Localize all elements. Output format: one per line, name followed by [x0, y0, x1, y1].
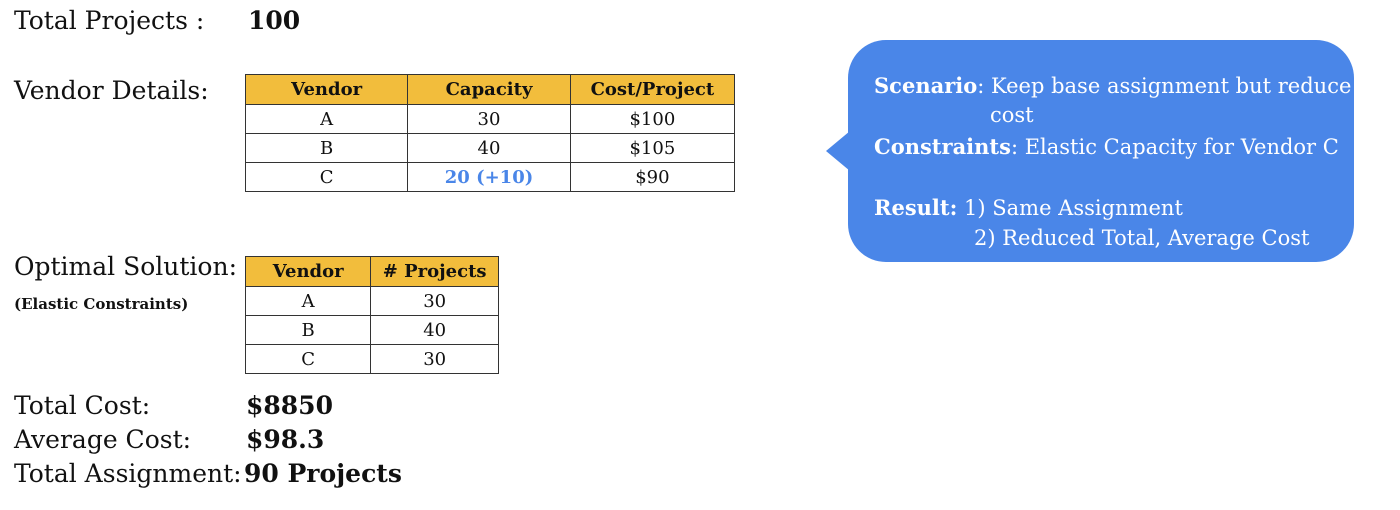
- optimal-solution-label: Optimal Solution:: [14, 252, 237, 281]
- table-row: B 40: [244, 315, 499, 345]
- cell-vendor: A: [244, 104, 409, 134]
- table-row: A 30: [244, 286, 499, 316]
- cell-capacity: 30: [407, 104, 571, 134]
- scenario-continuation: cost: [990, 103, 1034, 127]
- callout-bubble: Scenario: Keep base assignment but reduc…: [848, 40, 1354, 262]
- table-row: C 30: [244, 344, 499, 374]
- optimal-solution-table: Vendor # Projects A 30 B 40 C 30: [244, 256, 499, 374]
- cell-projects: 40: [370, 315, 499, 345]
- constraints-text: : Elastic Capacity for Vendor C: [1010, 135, 1339, 159]
- optimal-solution-sublabel: (Elastic Constraints): [14, 295, 189, 313]
- scenario-label: Scenario: [874, 73, 978, 98]
- cell-vendor: B: [244, 133, 409, 163]
- table-row: C 20 (+10) $90: [244, 162, 736, 192]
- cell-projects: 30: [370, 344, 499, 374]
- average-cost-value: $98.3: [246, 425, 325, 454]
- constraints-label: Constraints: [874, 134, 1011, 159]
- table-header-row: Vendor # Projects: [244, 256, 499, 287]
- table-row: B 40 $105: [244, 133, 736, 163]
- constraints-line: Constraints: Elastic Capacity for Vendor…: [874, 131, 1339, 163]
- cell-vendor: C: [244, 162, 409, 192]
- scenario-text: : Keep base assignment but reduce: [977, 74, 1352, 98]
- cell-capacity-highlighted: 20 (+10): [407, 162, 571, 192]
- total-assignment-value: 90 Projects: [244, 459, 402, 488]
- total-projects-value: 100: [248, 6, 301, 35]
- result-label: Result:: [874, 195, 958, 220]
- column-header-vendor: Vendor: [244, 74, 409, 105]
- result-line: Result: 1) Same Assignment: [874, 192, 1183, 224]
- cell-cost: $105: [569, 133, 736, 163]
- result-item-1: 1) Same Assignment: [964, 196, 1183, 220]
- vendor-details-label: Vendor Details:: [14, 76, 209, 105]
- table-header-row: Vendor Capacity Cost/Project: [244, 74, 736, 105]
- column-header-cost-per-project: Cost/Project: [569, 74, 736, 105]
- cell-capacity: 40: [407, 133, 571, 163]
- total-projects-label: Total Projects :: [14, 6, 205, 35]
- column-header-capacity: Capacity: [407, 74, 571, 105]
- table-row: A 30 $100: [244, 104, 736, 134]
- average-cost-label: Average Cost:: [14, 425, 192, 454]
- column-header-vendor: Vendor: [244, 256, 372, 287]
- vendor-details-table: Vendor Capacity Cost/Project A 30 $100 B…: [244, 74, 736, 192]
- scenario-line: Scenario: Keep base assignment but reduc…: [874, 70, 1351, 102]
- cell-vendor: C: [244, 344, 372, 374]
- total-cost-label: Total Cost:: [14, 391, 151, 420]
- total-cost-value: $8850: [246, 391, 333, 420]
- cell-cost: $100: [569, 104, 736, 134]
- cell-projects: 30: [370, 286, 499, 316]
- total-assignment-label: Total Assignment:: [14, 459, 242, 488]
- cell-vendor: B: [244, 315, 372, 345]
- result-item-2: 2) Reduced Total, Average Cost: [974, 226, 1310, 250]
- cell-vendor: A: [244, 286, 372, 316]
- column-header-projects: # Projects: [370, 256, 499, 287]
- callout-tail: [826, 131, 850, 171]
- cell-cost: $90: [569, 162, 736, 192]
